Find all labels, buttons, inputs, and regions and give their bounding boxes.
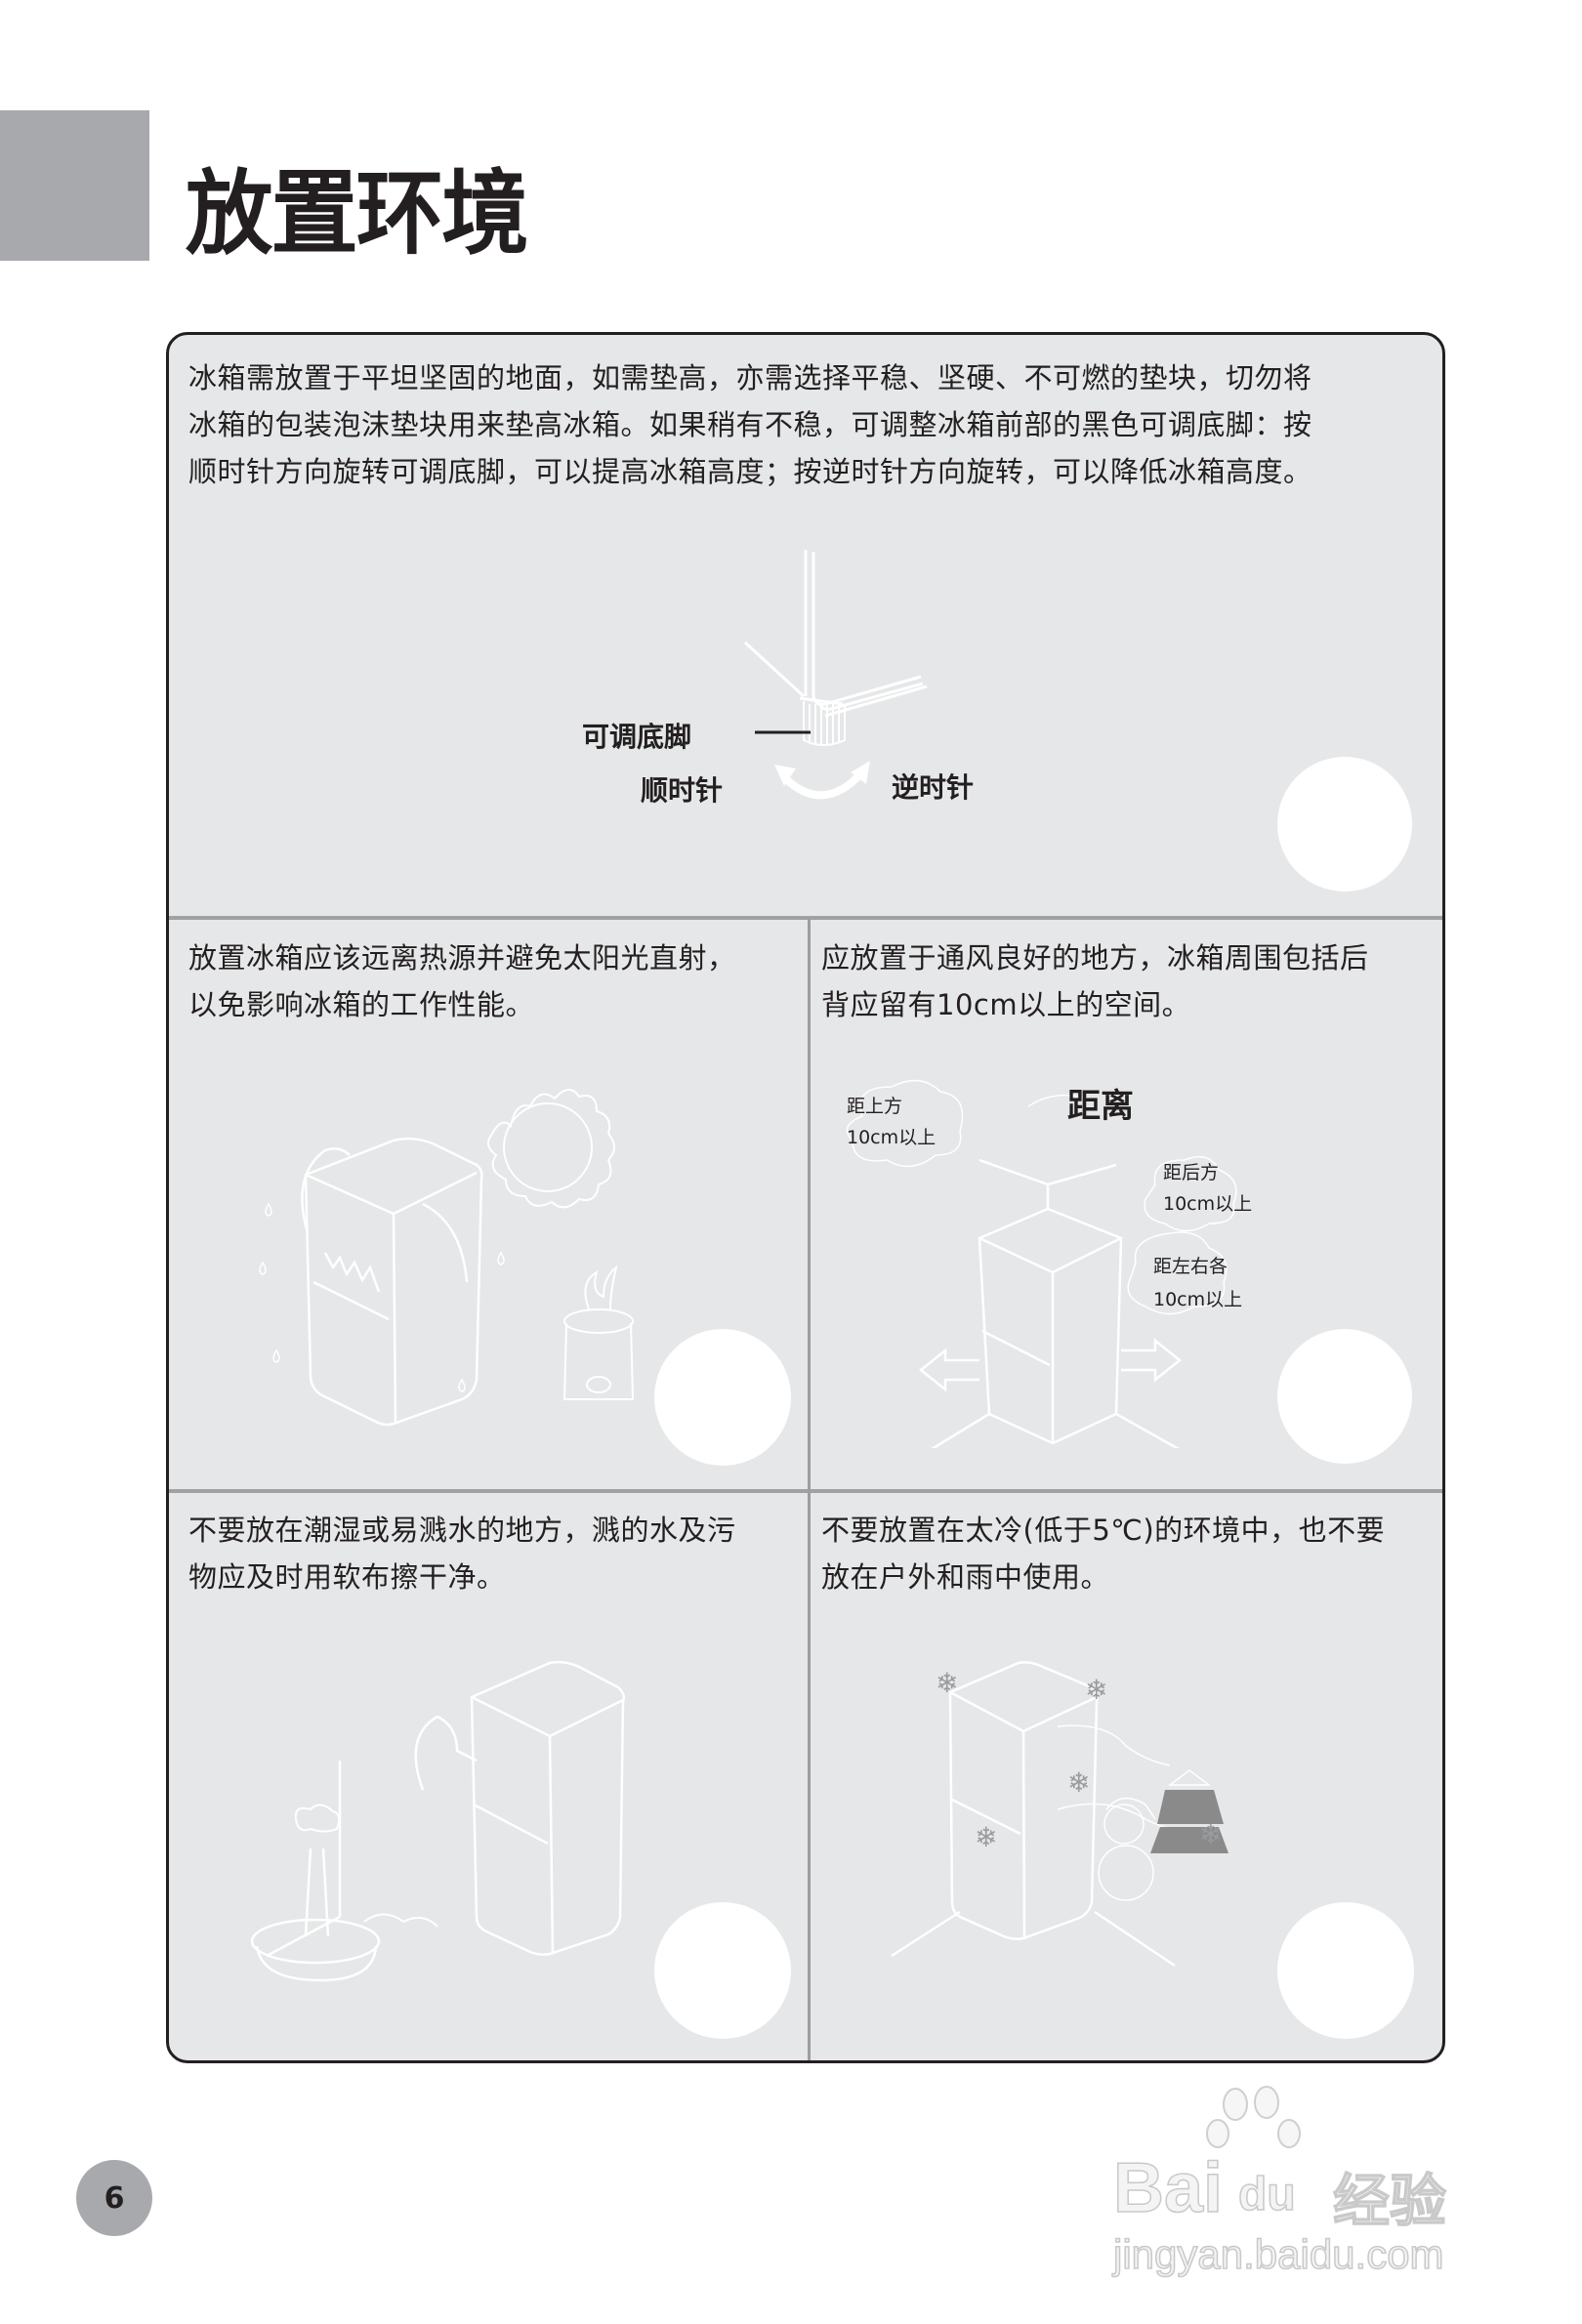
paragraph-line: 不要放在潮湿或易溅水的地方，溅的水及污 [188,1514,736,1547]
watermark-brand-bai: Bai [1112,2148,1224,2228]
paragraph-line: 物应及时用软布擦干净。 [188,1560,506,1594]
page-number-badge: 6 [76,2160,152,2236]
svg-text:❄: ❄ [936,1667,958,1699]
svg-text:❄: ❄ [1067,1766,1090,1799]
paragraph-line: 放在户外和雨中使用。 [821,1560,1110,1594]
label-distance-heading: 距离 [1067,1087,1134,1126]
svg-text:❄: ❄ [1199,1818,1222,1850]
illustration-badge [654,1329,791,1466]
paragraph-line: 应放置于通风良好的地方，冰箱周围包括后 [821,941,1369,975]
label-clearance-back-2: 10cm以上 [1163,1193,1253,1215]
paragraph-line: 背应留有10cm以上的空间。 [821,988,1191,1021]
adjustable-foot-illustration [743,550,928,800]
fridge-clearance-illustration [846,1079,1237,1448]
divider-vertical [808,918,811,2060]
fridge-sun-heat-illustration [259,1089,635,1427]
paragraph-line: 以免影响冰箱的工作性能。 [188,988,535,1021]
divider-horizontal-2 [169,1489,1442,1493]
baidu-watermark: Bai du 经验 jingyan.baidu.com [1112,2085,1465,2280]
paragraph-line: 顺时针方向旋转可调底脚，可以提高冰箱高度；按逆时针方向旋转，可以降低冰箱高度。 [188,455,1312,488]
divider-horizontal-1 [169,916,1442,920]
watermark-brand-jingyan: 经验 [1332,2169,1447,2234]
page-number: 6 [104,2180,125,2216]
paragraph-line: 放置冰箱应该远离热源并避免太阳光直射， [188,941,736,975]
illustration-badge [1277,1329,1412,1464]
illustration-badge [654,1902,791,2039]
label-clearance-sides-1: 距左右各 [1153,1256,1228,1277]
watermark-url: jingyan.baidu.com [1112,2230,1444,2278]
paw-icon [1206,2086,1301,2148]
chapter-tab [0,110,149,261]
label-adjustable-foot: 可调底脚 [582,721,692,753]
watermark-brand-du: du [1237,2168,1296,2221]
label-clearance-back-1: 距后方 [1163,1162,1220,1183]
paragraph-line: 冰箱的包装泡沫垫块用来垫高冰箱。如果稍有不稳，可调整冰箱前部的黑色可调底脚：按 [188,408,1312,441]
paragraph-line: 不要放置在太冷(低于5℃)的环境中，也不要 [821,1514,1386,1547]
content-panel: 冰箱需放置于平坦坚固的地面，如需垫高，亦需选择平稳、坚硬、不可燃的垫块，切勿将 … [166,332,1445,2063]
illustration-badge [1277,1902,1414,2039]
page-title: 放置环境 [186,161,529,268]
label-clearance-top-1: 距上方 [847,1096,903,1117]
label-clearance-sides-2: 10cm以上 [1153,1289,1243,1310]
label-clockwise: 顺时针 [641,774,724,807]
svg-text:❄: ❄ [1085,1674,1107,1706]
illustration-badge [1277,757,1412,892]
paragraph-line: 冰箱需放置于平坦坚固的地面，如需垫高，亦需选择平稳、坚硬、不可燃的垫块，切勿将 [188,361,1312,394]
svg-text:❄: ❄ [975,1821,997,1853]
fridge-water-splash-illustration [250,1660,626,1982]
fridge-cold-environment-illustration: ❄ ❄ ❄ ❄ ❄ [891,1661,1228,1968]
label-clearance-top-2: 10cm以上 [847,1127,937,1148]
label-counterclockwise: 逆时针 [892,771,975,804]
